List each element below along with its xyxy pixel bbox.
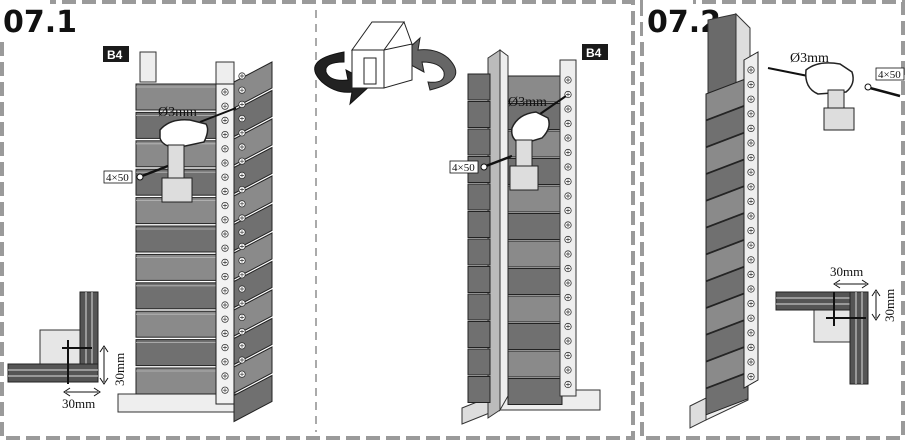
tag-middle-label: B4 — [586, 46, 602, 60]
tag-left-label: B4 — [107, 48, 123, 62]
dimension-right-horizontal: 30mm — [830, 264, 863, 279]
tag-middle: B4 — [582, 44, 608, 60]
dimension-right-vertical: 30mm — [882, 289, 897, 322]
drill-bit-label-left: Ø3mm — [158, 105, 197, 120]
corner-detail-right — [775, 279, 881, 385]
drill-icon — [509, 95, 567, 191]
step-number-left: 07.1 — [3, 5, 77, 40]
step-number-left-badge: 07.1 — [0, 0, 77, 40]
screw-icon — [864, 83, 901, 98]
right-wall-assembly — [689, 12, 759, 429]
drill-bit-label-right: Ø3mm — [790, 51, 829, 66]
screw-label-left: 4×50 — [106, 172, 129, 184]
tag-left: B4 — [103, 46, 129, 62]
shed-icon — [351, 21, 413, 89]
screw-label-middle: 4×50 — [452, 162, 475, 174]
left-wall-assembly — [117, 51, 273, 423]
drill-bit-label-middle: Ø3mm — [508, 95, 547, 110]
drill-icon — [767, 62, 855, 131]
dimension-left-horizontal: 30mm — [62, 396, 95, 411]
dimension-left-vertical: 30mm — [112, 353, 127, 386]
drill-icon — [159, 107, 237, 203]
middle-wall-assembly — [461, 49, 601, 425]
screw-icon — [480, 154, 513, 171]
corner-detail-left — [7, 291, 109, 397]
screw-icon — [136, 164, 169, 181]
screw-label-right: 4×50 — [878, 69, 901, 81]
